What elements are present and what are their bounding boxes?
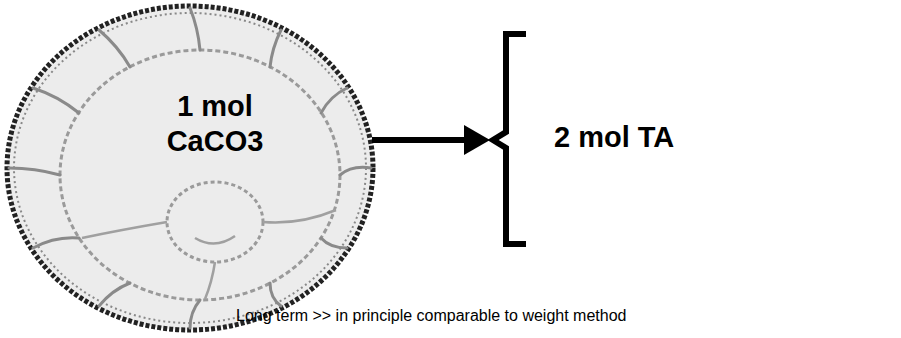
amount-text: 1 mol CaCO3 (151, 89, 279, 159)
shell-node: 1 mol CaCO3 (5, 5, 375, 333)
note-text: Long term >> in principle comparable to … (236, 307, 626, 325)
reaction-arrow (372, 137, 464, 143)
result-text: 2 mol TA (554, 120, 748, 155)
bracket-node: 2 mol TA (488, 28, 748, 252)
